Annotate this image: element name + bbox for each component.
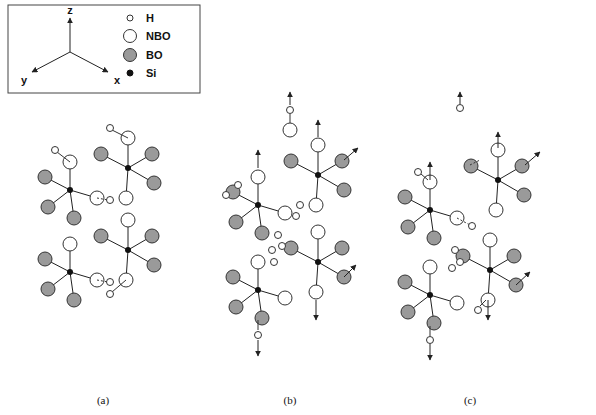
axes [32,18,108,72]
axis-label: z [67,5,73,16]
molecules [38,92,540,360]
legend-text: BO [146,50,163,61]
legend-text: Si [146,68,156,79]
panel-label: (c) [464,395,476,406]
legend-box [8,5,200,93]
legend-symbol [127,15,133,21]
legend-symbol [124,30,137,43]
legend-symbol [124,49,137,62]
panel-label: (a) [97,395,109,406]
axis-label: x [114,75,120,86]
legend-text: NBO [146,31,170,42]
axis-label: y [21,75,27,86]
legend-symbol [127,70,133,76]
legend-symbols [124,15,137,76]
panel-label: (b) [284,395,297,406]
legend-text: H [146,13,154,24]
